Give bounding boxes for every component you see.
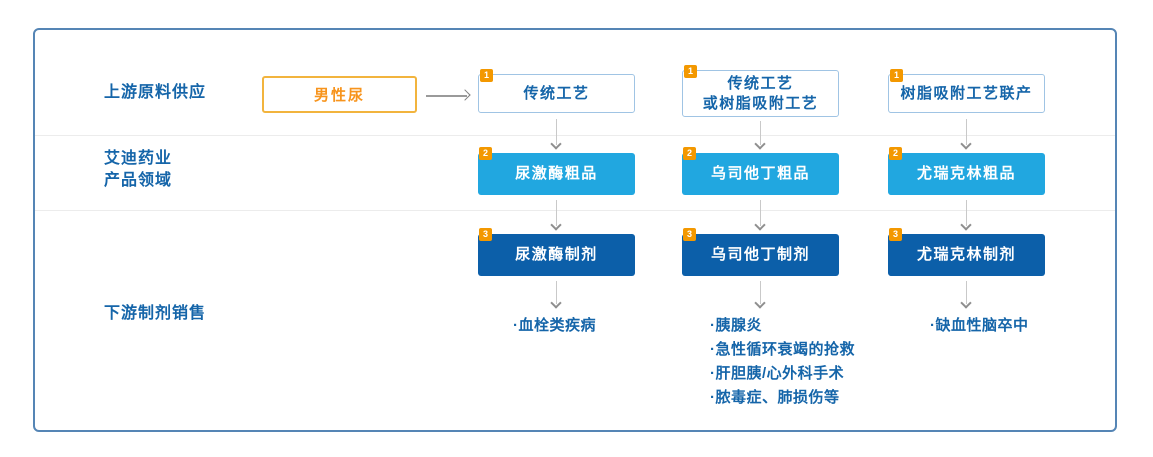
crude-label: 乌司他丁粗品 bbox=[710, 165, 810, 182]
crude-box-urokinase: 2 尿激酶粗品 bbox=[478, 147, 635, 195]
process-box-urokinase: 1 传统工艺 bbox=[478, 69, 635, 113]
indication-item: ·血栓类疾病 bbox=[513, 317, 596, 334]
formulation-box-urokinase: 3 尿激酶制剂 bbox=[478, 228, 635, 276]
row-label-company-line2: 产品领域 bbox=[104, 172, 173, 189]
indication-item: ·胰腺炎 bbox=[710, 317, 762, 334]
step-badge-3: 3 bbox=[683, 228, 696, 241]
row-divider-2 bbox=[35, 210, 1115, 211]
indication-list-urokinase: ·血栓类疾病 bbox=[513, 314, 596, 338]
formulation-box-kallidinogenase: 3 尤瑞克林制剂 bbox=[888, 228, 1045, 276]
source-box-label: 男性尿 bbox=[313, 87, 365, 104]
process-label: 传统工艺 bbox=[523, 84, 590, 102]
step-badge-1: 1 bbox=[890, 69, 903, 82]
down-arrow-icon bbox=[752, 121, 768, 149]
indication-item: ·缺血性脑卒中 bbox=[930, 317, 1029, 334]
step-badge-3: 3 bbox=[479, 228, 492, 241]
crude-label: 尤瑞克林粗品 bbox=[916, 165, 1016, 182]
process-box-kallidinogenase: 1 树脂吸附工艺联产 bbox=[888, 69, 1045, 113]
step-badge-2: 2 bbox=[683, 147, 696, 160]
down-arrow-icon bbox=[958, 200, 974, 230]
step-badge-3: 3 bbox=[889, 228, 902, 241]
indication-list-ulinastatin: ·胰腺炎 ·急性循环衰竭的抢救 ·肝胆胰/心外科手术 ·脓毒症、肺损伤等 bbox=[710, 314, 855, 410]
row-label-upstream: 上游原料供应 bbox=[104, 84, 207, 101]
row-label-company-line1: 艾迪药业 bbox=[104, 150, 173, 167]
crude-label: 尿激酶粗品 bbox=[515, 165, 598, 182]
down-arrow-icon bbox=[548, 119, 564, 149]
formulation-box-ulinastatin: 3 乌司他丁制剂 bbox=[682, 228, 839, 276]
crude-box-kallidinogenase: 2 尤瑞克林粗品 bbox=[888, 147, 1045, 195]
down-arrow-icon bbox=[958, 119, 974, 149]
crude-box-ulinastatin: 2 乌司他丁粗品 bbox=[682, 147, 839, 195]
source-box-male-urine: 男性尿 bbox=[262, 76, 417, 113]
down-arrow-icon bbox=[752, 281, 768, 308]
down-arrow-icon bbox=[958, 281, 974, 308]
step-badge-2: 2 bbox=[479, 147, 492, 160]
process-label-line1: 传统工艺 bbox=[727, 74, 794, 92]
process-label-line2: 或树脂吸附工艺 bbox=[702, 94, 819, 112]
down-arrow-icon bbox=[752, 200, 768, 230]
indication-list-kallidinogenase: ·缺血性脑卒中 bbox=[930, 314, 1029, 338]
formulation-label: 乌司他丁制剂 bbox=[710, 246, 810, 263]
row-label-company: 艾迪药业 产品领域 bbox=[104, 148, 172, 192]
step-badge-1: 1 bbox=[684, 65, 697, 78]
row-divider-1 bbox=[35, 135, 1115, 136]
indication-item: ·肝胆胰/心外科手术 bbox=[710, 365, 845, 382]
indication-item: ·急性循环衰竭的抢救 bbox=[710, 341, 855, 358]
indication-item: ·脓毒症、肺损伤等 bbox=[710, 389, 840, 406]
right-arrow-icon bbox=[426, 88, 470, 102]
formulation-label: 尿激酶制剂 bbox=[515, 246, 598, 263]
down-arrow-icon bbox=[548, 281, 564, 308]
process-label: 树脂吸附工艺联产 bbox=[900, 84, 1033, 102]
process-box-ulinastatin: 1 传统工艺 或树脂吸附工艺 bbox=[682, 65, 839, 117]
step-badge-2: 2 bbox=[889, 147, 902, 160]
step-badge-1: 1 bbox=[480, 69, 493, 82]
down-arrow-icon bbox=[548, 200, 564, 230]
formulation-label: 尤瑞克林制剂 bbox=[916, 246, 1016, 263]
row-label-downstream: 下游制剂销售 bbox=[104, 305, 207, 322]
